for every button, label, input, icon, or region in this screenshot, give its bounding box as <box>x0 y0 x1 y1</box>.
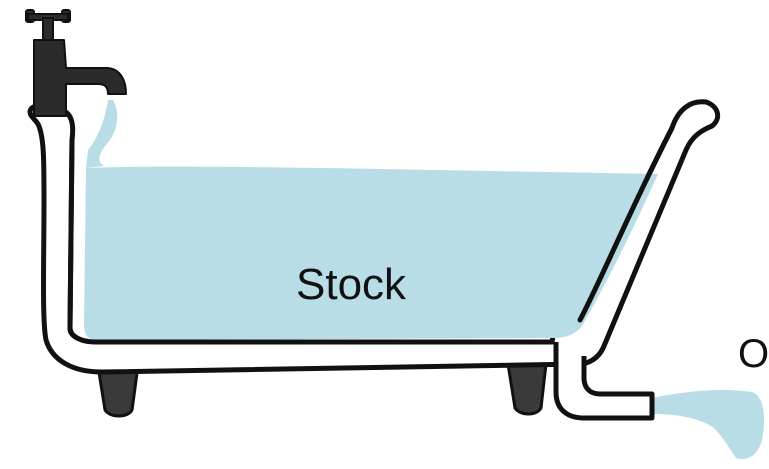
inflow-stream <box>86 100 117 168</box>
outflow-stream <box>652 390 764 459</box>
outflow-label: O <box>738 334 769 374</box>
stock-label: Stock <box>296 263 406 307</box>
drain-pipe <box>556 342 652 418</box>
tub-foot-right <box>508 364 546 414</box>
tub-water <box>84 167 658 340</box>
